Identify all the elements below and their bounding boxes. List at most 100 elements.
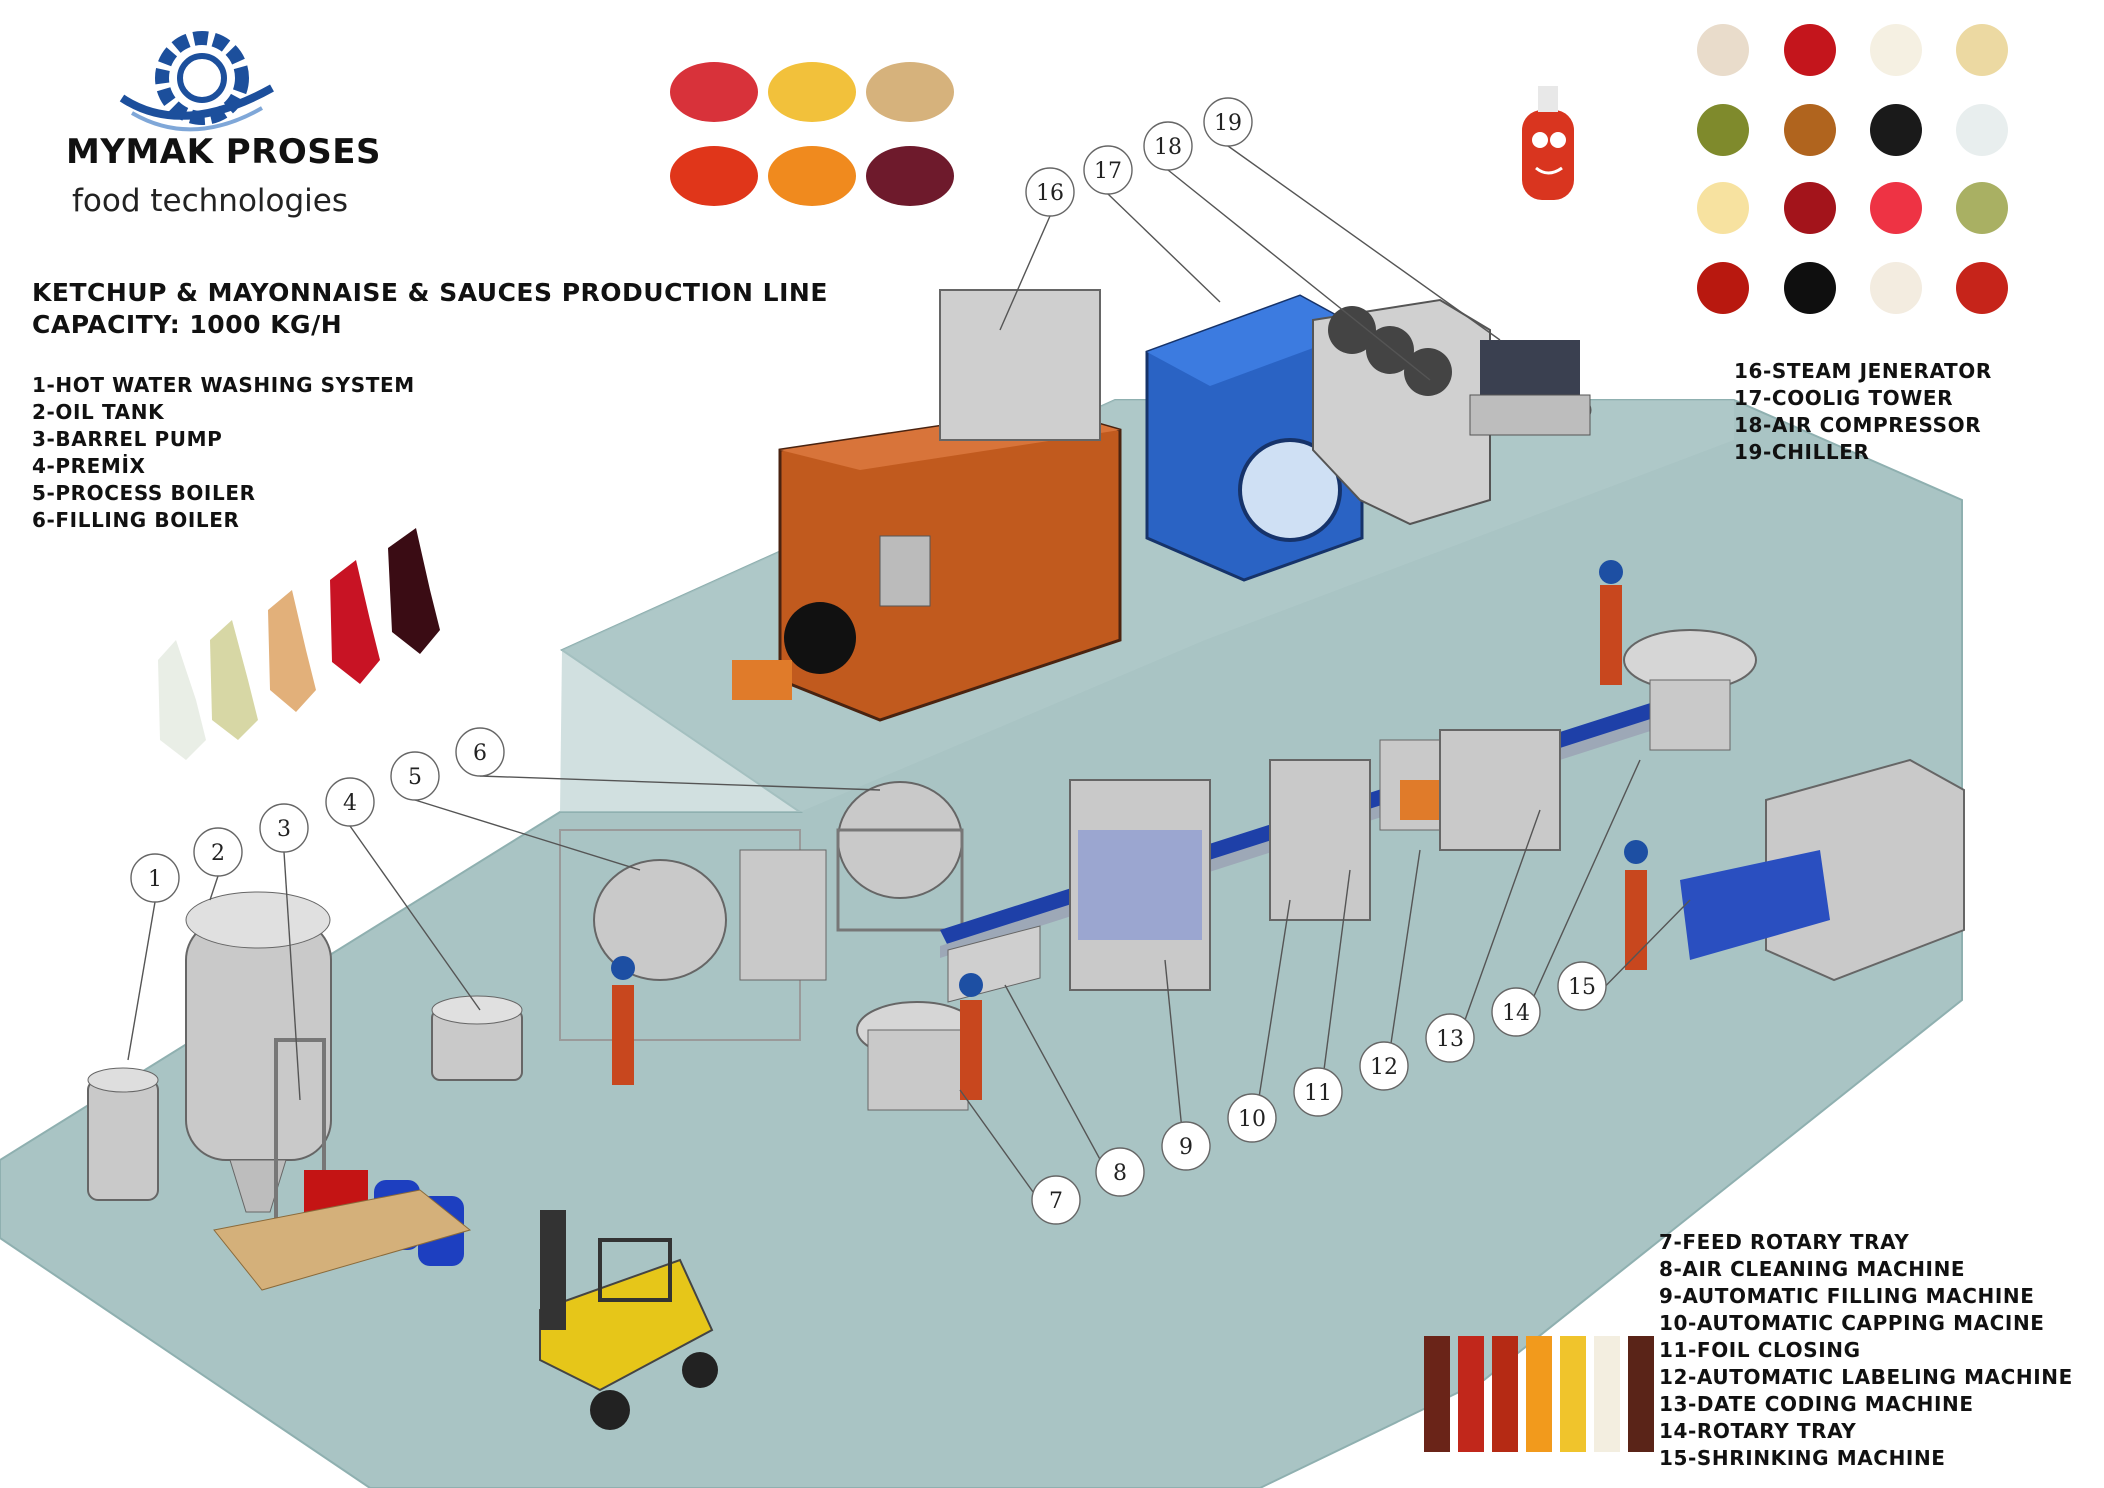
forklift bbox=[539, 1210, 718, 1430]
callout-number: 17 bbox=[1094, 159, 1122, 184]
legend-item: 19-CHILLER bbox=[1734, 440, 1870, 464]
brand-name: MYMAK PROSES bbox=[66, 132, 381, 172]
sauce-bowl-icon bbox=[670, 62, 954, 206]
capacity-line: CAPACITY: 1000 KG/H bbox=[32, 310, 343, 339]
callout-number: 4 bbox=[343, 791, 357, 816]
legend-left: 1-HOT WATER WASHING SYSTEM 2-OIL TANK 3-BA… bbox=[32, 372, 415, 534]
sauce-bottle-icon bbox=[158, 528, 440, 760]
callout-number: 15 bbox=[1568, 975, 1596, 1000]
callout-circle bbox=[1143, 121, 1193, 171]
callout-leader-line bbox=[479, 775, 881, 791]
callout-circle bbox=[455, 727, 505, 777]
chiller bbox=[1469, 340, 1592, 436]
automatic-capping-machine bbox=[1269, 759, 1371, 921]
callout-leader-line bbox=[999, 215, 1051, 331]
process-boiler bbox=[559, 829, 827, 1041]
hot-water-washing-system bbox=[87, 1067, 159, 1201]
automatic-filling-machine bbox=[1069, 779, 1211, 991]
callout-circle bbox=[1557, 961, 1607, 1011]
legend-item: 6-FILLING BOILER bbox=[32, 508, 240, 532]
legend-item: 1-HOT WATER WASHING SYSTEM bbox=[32, 373, 415, 397]
callout-leader-line bbox=[1227, 145, 1501, 341]
legend-item: 18-AIR COMPRESSOR bbox=[1734, 413, 1982, 437]
callout-number: 11 bbox=[1304, 1081, 1332, 1106]
callout-leader-line bbox=[1107, 193, 1221, 303]
callout-18: 18 bbox=[1143, 121, 1431, 381]
premix-tank bbox=[431, 995, 523, 1081]
callout-circle bbox=[390, 751, 440, 801]
callout-circle bbox=[1083, 145, 1133, 195]
callout-leader-line bbox=[283, 851, 301, 1101]
callout-number: 9 bbox=[1179, 1135, 1193, 1160]
callout-number: 18 bbox=[1154, 135, 1182, 160]
callout-number: 14 bbox=[1502, 1001, 1530, 1026]
automatic-labeling-machine bbox=[1439, 729, 1561, 851]
callout-2: 2 bbox=[193, 827, 243, 901]
legend-item: 5-PROCESS BOILER bbox=[32, 481, 256, 505]
callout-circle bbox=[1491, 987, 1541, 1037]
shrinking-machine bbox=[1680, 758, 1965, 982]
foil-closing-machine bbox=[1379, 739, 1441, 831]
callout-6: 6 bbox=[455, 727, 881, 791]
steam-generator bbox=[732, 289, 1122, 722]
callout-circle bbox=[1293, 1067, 1343, 1117]
callout-number: 3 bbox=[277, 817, 291, 842]
callout-number: 12 bbox=[1370, 1055, 1398, 1080]
callout-number: 16 bbox=[1036, 181, 1064, 206]
callout-leader-line bbox=[414, 799, 641, 871]
callout-circle bbox=[1095, 1147, 1145, 1197]
callout-number: 2 bbox=[211, 841, 225, 866]
callout-11: 11 bbox=[1293, 869, 1351, 1117]
callout-19: 19 bbox=[1203, 97, 1501, 341]
callout-number: 5 bbox=[408, 765, 422, 790]
callout-circle bbox=[1359, 1041, 1409, 1091]
callout-leader-line bbox=[1515, 759, 1641, 1037]
callout-10: 10 bbox=[1227, 899, 1291, 1143]
legend-item: 16-STEAM JENERATOR bbox=[1734, 359, 1992, 383]
callout-12: 12 bbox=[1359, 849, 1421, 1091]
callout-number: 8 bbox=[1113, 1161, 1127, 1186]
callout-leader-line bbox=[127, 901, 156, 1061]
filling-boiler bbox=[836, 781, 964, 932]
legend-item: 2-OIL TANK bbox=[32, 400, 165, 424]
legend-item: 7-FEED ROTARY TRAY bbox=[1659, 1230, 1910, 1254]
legend-item: 3-BARREL PUMP bbox=[32, 427, 223, 451]
callout-4: 4 bbox=[325, 777, 481, 1011]
feed-rotary-tray bbox=[856, 1001, 978, 1111]
brand-tagline: food technologies bbox=[72, 183, 349, 219]
legend-item: 13-DATE CODING MACHINE bbox=[1659, 1392, 1974, 1416]
callout-circle bbox=[1161, 1121, 1211, 1171]
callout-circle bbox=[325, 777, 375, 827]
callout-7: 7 bbox=[959, 1089, 1081, 1225]
callout-circle bbox=[130, 853, 180, 903]
callout-leader-line bbox=[209, 875, 219, 901]
callout-8: 8 bbox=[1004, 984, 1145, 1197]
callout-circle bbox=[1425, 1013, 1475, 1063]
legend-item: 4-PREMİX bbox=[32, 454, 146, 478]
sauce-swatch-grid bbox=[1697, 24, 2008, 314]
legend-item: 15-SHRINKING MACHINE bbox=[1659, 1446, 1946, 1470]
legend-item: 10-AUTOMATIC CAPPING MACINE bbox=[1659, 1311, 2045, 1335]
callout-14: 14 bbox=[1491, 759, 1641, 1037]
callout-circle bbox=[259, 803, 309, 853]
legend-item: 9-AUTOMATIC FILLING MACHINE bbox=[1659, 1284, 2035, 1308]
diagram-title: KETCHUP & MAYONNAISE & SAUCES PRODUCTION… bbox=[32, 278, 828, 307]
callout-number: 1 bbox=[148, 867, 162, 892]
legend-item: 11-FOIL CLOSING bbox=[1659, 1338, 1861, 1362]
legend-item: 12-AUTOMATIC LABELING MACHINE bbox=[1659, 1365, 2073, 1389]
callout-leader-line bbox=[1167, 169, 1431, 381]
callout-number: 10 bbox=[1238, 1107, 1266, 1132]
rotary-tray bbox=[1623, 629, 1757, 751]
callout-15: 15 bbox=[1557, 899, 1691, 1011]
callout-17: 17 bbox=[1083, 145, 1221, 303]
callout-circle bbox=[1031, 1175, 1081, 1225]
callout-number: 6 bbox=[473, 741, 487, 766]
callout-1: 1 bbox=[127, 853, 180, 1061]
callout-number: 7 bbox=[1049, 1189, 1063, 1214]
cooling-tower bbox=[1145, 294, 1364, 582]
callout-circle bbox=[1227, 1093, 1277, 1143]
ketchup-mascot-icon bbox=[1522, 86, 1574, 200]
